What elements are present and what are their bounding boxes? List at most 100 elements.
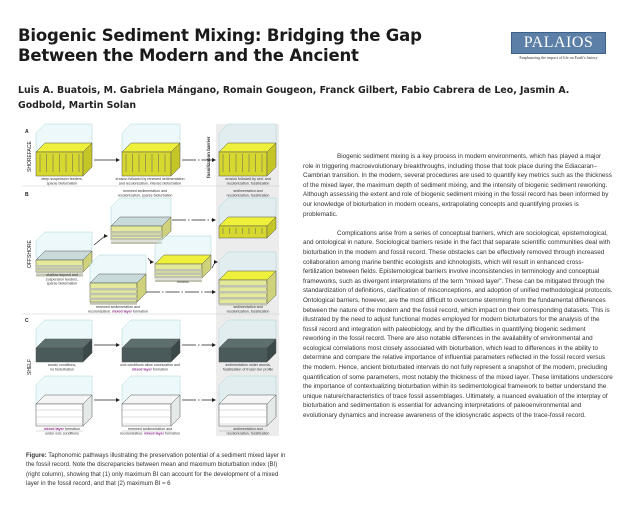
arrowhead xyxy=(150,260,154,264)
abstract-paragraph-2: Complications arise from a series of con… xyxy=(303,229,613,420)
label-line: shallow deposit and xyxy=(46,273,78,277)
label-segment: recolonization, fossilization xyxy=(227,431,270,435)
label-line: and recolonization, intense bioturbation xyxy=(119,181,182,185)
label-b-erosion: erosion xyxy=(177,280,189,284)
sediment-side xyxy=(170,142,181,177)
label-line: mixed layer formation xyxy=(44,427,80,431)
sediment-top xyxy=(154,254,212,265)
mixed-layer-highlight: mixed layer xyxy=(132,367,152,371)
row-label-offshore: OFFSHORE xyxy=(27,240,33,268)
sediment-front xyxy=(218,347,268,363)
sediment-layer xyxy=(155,279,202,282)
label-segment: formation xyxy=(64,427,80,431)
arrowhead xyxy=(212,158,216,162)
pathway-arrow xyxy=(94,158,120,162)
panel-label-c: C xyxy=(25,318,29,324)
label-segment: oxic conditions allow colonization and xyxy=(120,363,180,367)
label-line: deep suspension feeders, xyxy=(41,177,82,181)
sediment-top xyxy=(121,142,181,153)
journal-logo: PALAIOS Emphasizing the impact of life o… xyxy=(511,32,606,60)
row-label-shelf: SHELF xyxy=(27,359,33,375)
arrowhead xyxy=(212,218,216,222)
pathway-arrow xyxy=(93,234,108,246)
label-segment: recolonization, fossilization xyxy=(227,309,270,313)
label-line: sparse bioturbation xyxy=(47,181,78,185)
arrow-line xyxy=(93,235,106,246)
sediment-layer xyxy=(111,231,162,234)
arrowhead xyxy=(212,343,216,347)
block-b1 xyxy=(35,231,93,277)
arrowhead xyxy=(214,260,218,264)
label-line: recolonization, fossilization xyxy=(227,181,270,185)
abstract-text: Biogenic sediment mixing is a key proces… xyxy=(303,152,613,430)
label-segment: shallow deposit and xyxy=(46,273,78,277)
arrowhead xyxy=(116,343,120,347)
fossilization-barrier-label: fossilization barrier xyxy=(206,136,211,178)
arrowhead xyxy=(104,234,108,238)
mixed-layer-highlight: mixed layer xyxy=(144,431,164,435)
label-segment: erosion xyxy=(177,280,189,284)
sediment-side xyxy=(82,338,93,363)
sediment-front xyxy=(121,403,172,427)
label-a2: erosion followed by renewed sedimentatio… xyxy=(116,177,185,185)
sediment-top xyxy=(218,270,277,281)
pathway-arrow xyxy=(146,290,216,294)
sediment-side xyxy=(266,142,277,177)
label-line: renewed sedimentation and xyxy=(128,427,172,431)
block-b-erosion xyxy=(154,235,212,282)
sediment-side xyxy=(266,216,277,239)
block-b-top xyxy=(110,197,172,244)
label-a1: deep suspension feeders,sparse bioturbat… xyxy=(41,177,82,185)
caption-label: Figure: xyxy=(26,452,47,459)
label-segment: renewed sedimentation and xyxy=(123,189,167,193)
label-line: oxic conditions allow colonization and xyxy=(120,363,180,367)
sediment-side xyxy=(170,394,181,427)
label-line: sedimentation under anoxia, xyxy=(225,363,270,367)
label-segment: no bioturbation xyxy=(50,367,74,371)
label-line: under oxic conditions xyxy=(45,431,79,435)
sediment-top xyxy=(35,394,93,405)
block-b-top-right xyxy=(218,197,277,239)
sediment-front xyxy=(218,403,268,427)
sediment-layer xyxy=(219,285,267,288)
sediment-layer xyxy=(155,269,202,272)
pathway-arrow xyxy=(182,158,216,162)
label-segment: formation xyxy=(152,367,168,371)
logo-wordmark: PALAIOS xyxy=(511,32,606,54)
label-line: renewed sedimentation and xyxy=(96,305,140,309)
label-line: anoxic conditions, xyxy=(48,363,77,367)
label-segment: formation xyxy=(164,431,180,435)
block-a2 xyxy=(121,123,181,177)
label-line: sedimentation and xyxy=(233,189,262,193)
sediment-top xyxy=(218,394,277,405)
sediment-top xyxy=(218,216,277,227)
sediment-front xyxy=(35,403,84,427)
sediment-layer xyxy=(219,297,267,300)
sediment-side xyxy=(136,273,147,303)
sediment-top xyxy=(35,250,93,261)
block-a3 xyxy=(218,123,277,177)
sediment-layer xyxy=(90,292,137,296)
label-segment: recolonization, fossilization xyxy=(227,193,270,197)
sediment-top xyxy=(218,142,277,153)
caption-text: Taphonomic pathways illustrating the pre… xyxy=(26,452,286,487)
sediment-top xyxy=(218,338,277,349)
label-segment: sedimentation under anoxia, xyxy=(225,363,270,367)
sediment-top xyxy=(35,338,93,349)
sediment-layer xyxy=(155,276,202,279)
sediment-front xyxy=(121,151,172,177)
label-line: no bioturbation xyxy=(50,367,74,371)
sediment-side xyxy=(82,394,93,427)
label-segment: recolonization, xyxy=(120,431,144,435)
label-line: recolonization, fossilization xyxy=(227,309,270,313)
label-segment: erosion followed by sed. and xyxy=(225,177,271,181)
label-segment: fossilization of frozen tier profile xyxy=(223,367,273,371)
mixed-layer-highlight: mixed layer xyxy=(44,427,64,431)
